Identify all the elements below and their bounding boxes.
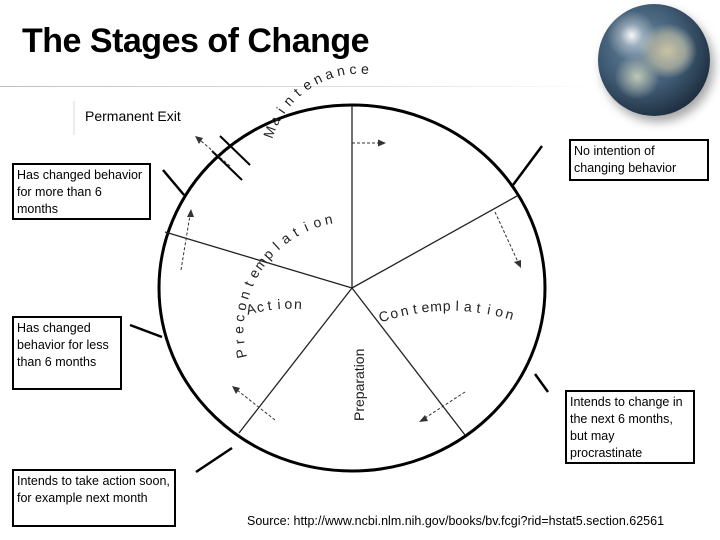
action-letter: o (284, 296, 292, 312)
contemplation-letter: p (443, 298, 451, 314)
maintenance-letter: n (310, 70, 324, 88)
callout-preparation: Intends to take action soon, for example… (12, 469, 176, 527)
callout-contemplation-text: Intends to change in the next 6 months, … (570, 395, 683, 460)
diagram-panel (74, 101, 569, 446)
contemplation-letter: l (455, 298, 459, 314)
callout-contemplation: Intends to change in the next 6 months, … (565, 390, 695, 464)
callout-action-text: Has changed behavior for less than 6 mon… (17, 321, 109, 369)
callout-maintenance-text: Has changed behavior for more than 6 mon… (17, 168, 142, 216)
maintenance-letter: n (335, 62, 346, 79)
contemplation-letter: a (463, 298, 472, 315)
stage-label-preparation: Preparation (351, 349, 367, 421)
callout-maintenance: Has changed behavior for more than 6 mon… (12, 163, 151, 220)
callout-precontemplation: No intention of changing behavior (569, 139, 709, 181)
contemplation-letter: m (430, 298, 443, 315)
leader-preparation (196, 448, 232, 472)
maintenance-letter: t (290, 85, 303, 100)
maintenance-letter: e (361, 61, 370, 77)
source-citation: Source: http://www.ncbi.nlm.nih.gov/book… (247, 514, 664, 528)
maintenance-letter: c (349, 61, 357, 77)
callout-action: Has changed behavior for less than 6 mon… (12, 316, 122, 390)
maintenance-letter: a (323, 65, 336, 83)
callout-precontemplation-text: No intention of changing behavior (574, 144, 676, 175)
action-letter: n (294, 296, 303, 312)
precontemplation-letter: e (231, 326, 247, 334)
callout-preparation-text: Intends to take action soon, for example… (17, 474, 170, 505)
permanent-exit-label: Permanent Exit (85, 108, 181, 124)
